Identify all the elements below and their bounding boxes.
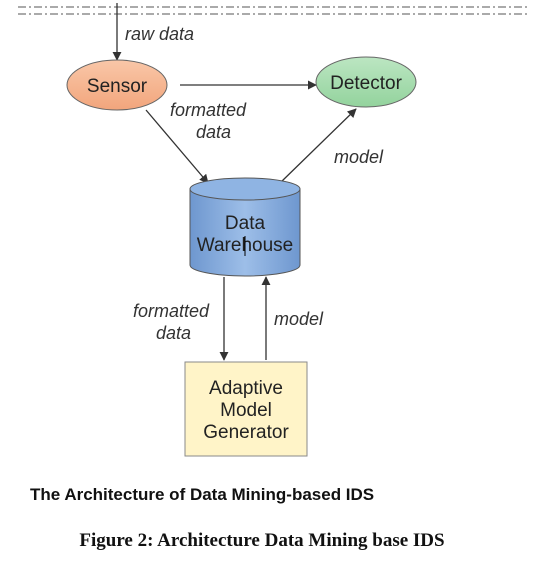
edge-label-formatted-data-line1: formatted [170,100,247,120]
figure-caption: Figure 2: Architecture Data Mining base … [79,530,444,551]
edge-label-formatted-data-lower-line1: formatted [133,301,210,321]
edge-label-model-generator: model [274,309,324,329]
generator-label-line2: Model [220,400,272,421]
data-warehouse-node: Data Warehouse [189,177,301,277]
edge-label-formatted-data-line2: data [196,122,231,142]
diagram-title: The Architecture of Data Mining-based ID… [30,485,374,504]
edge-label-model-detector: model [334,147,384,167]
adaptive-model-generator-node: Adaptive Model Generator [184,361,308,457]
generator-label-line1: Adaptive [209,378,283,399]
detector-label: Detector [330,73,402,94]
generator-label-line3: Generator [203,422,289,443]
edge-warehouse-to-detector [279,108,357,184]
data-warehouse-label-line1: Data [225,213,266,234]
sensor-node: Sensor [66,59,168,111]
top-boundary [18,6,530,15]
sensor-label: Sensor [87,76,148,97]
edge-label-formatted-data-lower-line2: data [156,323,191,343]
edge-label-raw-data: raw data [125,24,194,44]
edge-sensor-to-warehouse [145,109,209,184]
detector-node: Detector [315,56,417,108]
